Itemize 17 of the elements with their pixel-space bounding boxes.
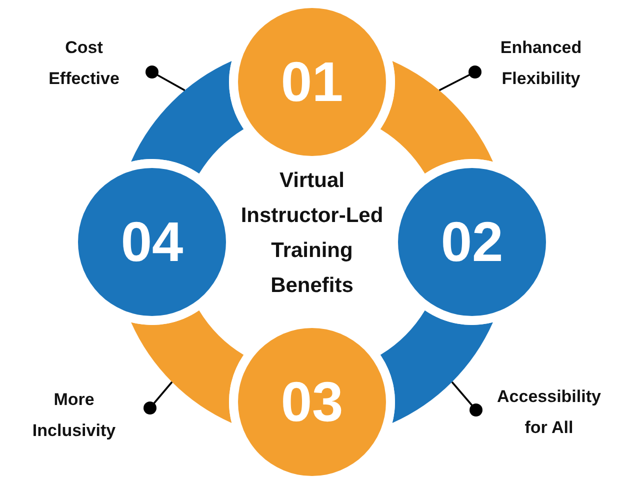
number-circle: 03 — [238, 328, 386, 476]
number-circle: 04 — [78, 168, 226, 316]
benefit-label: Accessibility for All — [476, 381, 616, 443]
benefit-label: Cost Effective — [30, 32, 152, 94]
ring-segment — [380, 310, 493, 423]
leader-line — [451, 381, 482, 416]
benefit-label: More Inclusivity — [20, 384, 150, 446]
leader-line — [438, 66, 482, 92]
leader-line — [144, 381, 173, 414]
diagram-title: Virtual Instructor-Led Training Benefits — [240, 168, 384, 299]
benefit-label: Enhanced Flexibility — [475, 32, 607, 94]
ring-segment — [380, 61, 493, 174]
leader-line — [146, 66, 186, 92]
ring-segment — [131, 310, 244, 423]
number-circle: 01 — [238, 8, 386, 156]
ring-segment — [131, 61, 244, 174]
number-circle: 02 — [398, 168, 546, 316]
